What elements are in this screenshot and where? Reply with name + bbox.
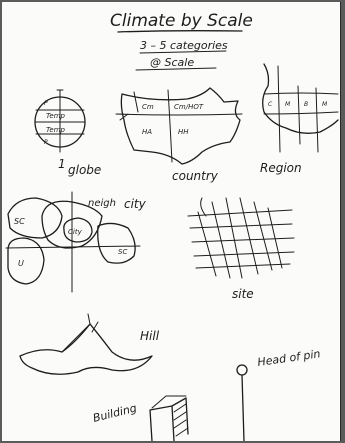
title-underline <box>118 31 242 32</box>
country-grid-vertical <box>168 90 172 162</box>
country-cell-label: Cm/HOT <box>174 103 204 111</box>
site-grid-horizontal <box>188 210 294 268</box>
globe-sketch: P Temp Temp P 1 globe <box>35 90 101 177</box>
subtitle-line-1: 3 – 5 categories <box>140 39 228 52</box>
hill-ridge-marks <box>88 314 98 332</box>
hand-drawn-sketch: Climate by Scale 3 – 5 categories @ Scal… <box>2 2 340 441</box>
pin-shaft <box>242 375 244 441</box>
country-caption: country <box>172 169 219 183</box>
city-label: neigh <box>88 198 116 209</box>
country-cell-label: Cm <box>142 103 154 111</box>
pin-sketch: Head of pin <box>237 347 321 441</box>
globe-band-label: P <box>44 100 48 107</box>
city-label: SC <box>118 248 127 256</box>
region-vertical-lines <box>278 66 318 152</box>
city-label: SC <box>14 217 25 226</box>
region-cell-label: C <box>268 101 273 108</box>
page-title: Climate by Scale <box>110 11 253 31</box>
globe-caption: globe <box>68 163 101 177</box>
country-outline <box>121 88 240 164</box>
country-cell-label: HH <box>178 128 189 136</box>
globe-band-label: P <box>44 139 48 146</box>
hill-outline <box>20 324 152 374</box>
subtitle-line-2: @ Scale <box>150 56 194 69</box>
city-label: city <box>124 197 147 211</box>
country-grid-horizontal <box>116 114 242 115</box>
site-sketch: site <box>188 198 294 301</box>
city-zone-sc-right <box>98 223 135 263</box>
building-hatching <box>174 404 188 436</box>
region-cell-label: B <box>304 101 308 108</box>
pin-head <box>237 365 247 375</box>
hill-caption: Hill <box>140 329 160 343</box>
region-cell-label: M <box>322 101 328 108</box>
building-sketch: Building <box>92 396 188 441</box>
city-zone-u <box>8 238 44 284</box>
country-cell-label: HA <box>142 128 152 136</box>
building-caption: Building <box>92 401 138 424</box>
globe-band-label: Temp <box>46 112 66 120</box>
region-outline <box>263 64 338 133</box>
globe-band-label: Temp <box>46 126 66 134</box>
region-caption: Region <box>260 161 302 175</box>
sketch-page: Climate by Scale 3 – 5 categories @ Scal… <box>2 2 341 441</box>
city-label: City <box>68 228 83 236</box>
site-grid-mark <box>201 198 206 216</box>
globe-caption-prefix: 1 <box>58 157 66 171</box>
country-sketch: Cm Cm/HOT HA HH country <box>116 88 242 183</box>
region-cell-label: M <box>285 101 291 108</box>
site-caption: site <box>232 287 254 301</box>
pin-caption: Head of pin <box>257 347 322 369</box>
city-label: U <box>18 259 24 268</box>
city-sketch: SC neigh city City SC U <box>6 192 147 292</box>
region-sketch: C M B M Region <box>260 64 338 175</box>
city-axes <box>6 192 140 292</box>
hill-sketch: Hill <box>20 314 160 374</box>
